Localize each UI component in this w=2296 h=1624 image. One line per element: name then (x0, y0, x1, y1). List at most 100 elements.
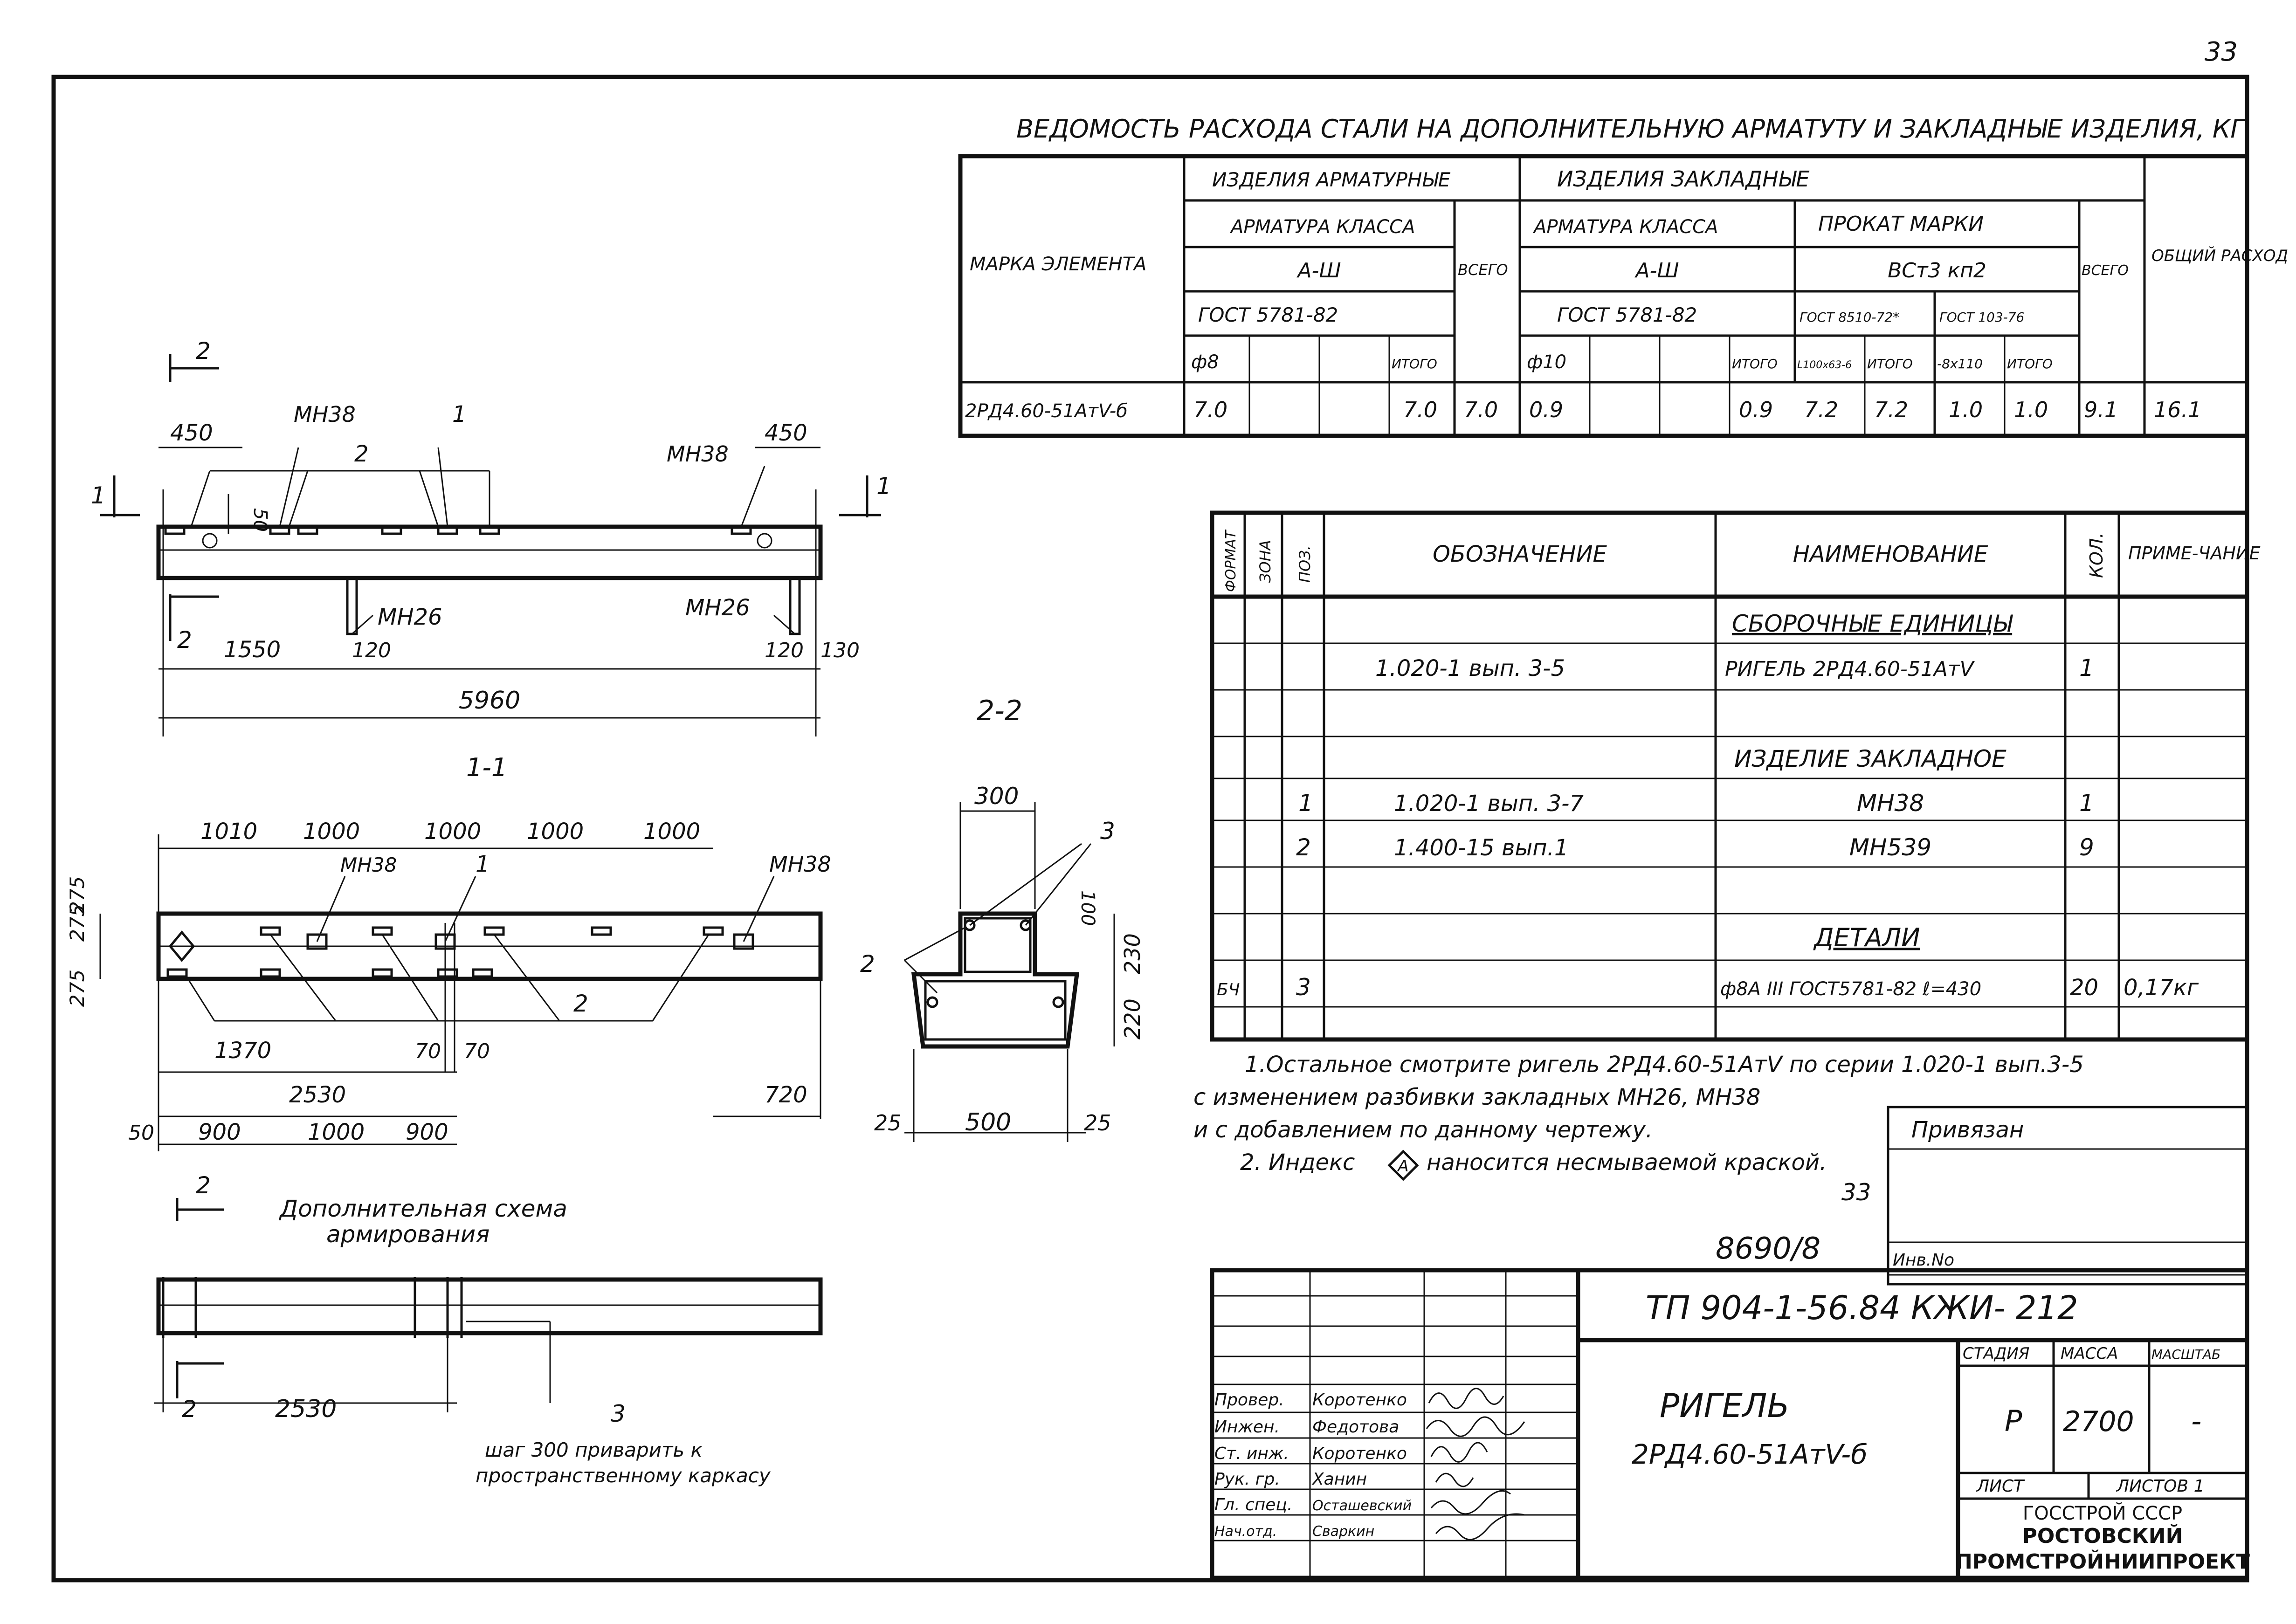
col-gost2: ГОСТ 5781-82 (1557, 303, 1697, 326)
general-notes: 1.Остальное смотрите ригель 2РД4.60-51Ат… (1193, 1052, 2084, 1181)
cut-marker-2-extra: 2 (176, 1172, 224, 1221)
spec-r4-note: 0,17кг (2124, 975, 2199, 1001)
stamp-name-0: Коротенко (1312, 1390, 1407, 1410)
plan-d70a: 70 (415, 1039, 441, 1063)
index-a-letter: А (1397, 1157, 1408, 1176)
specification-table: ФОРМАТ ЗОНА ПОЗ. ОБОЗНАЧЕНИЕ НАИМЕНОВАНИ… (1210, 510, 2260, 1042)
note-1b: с изменением разбивки закладных МН26, МН… (1193, 1084, 1760, 1110)
stamp-h-scale: МАСШТАБ (2151, 1347, 2220, 1362)
col-gost1: ГОСТ 5781-82 (1198, 303, 1338, 326)
spec-col-format: ФОРМАТ (1223, 529, 1239, 592)
cut-label-2b: 2 (177, 626, 192, 654)
extra-title-2: армирования (326, 1221, 490, 1248)
row-itogo1: 7.0 (1403, 397, 1437, 422)
stamp-name-3: Ханин (1311, 1470, 1367, 1489)
note-1c: и с добавлением по данному чертежу. (1193, 1117, 1653, 1143)
stamp-org-2: РОСТОВСКИЙ (2022, 1523, 2183, 1548)
spec-section-details: ДЕТАЛИ (1813, 923, 1920, 952)
sec-d500: 500 (965, 1108, 1011, 1136)
row-overall: 16.1 (2154, 397, 2201, 422)
sec-d25a: 25 (874, 1110, 902, 1135)
col-overall: ОБЩИЙ РАСХОД (2151, 246, 2288, 265)
col-vst: ВСт3 кп2 (1888, 259, 1986, 282)
extra-d2530: 2530 (275, 1395, 337, 1423)
spec-col-zone: ЗОНА (1256, 540, 1274, 583)
cut-marker-2-top: 2 (169, 337, 219, 382)
sheet-frame (51, 75, 2249, 1583)
spec-r3-designation: 1.400-15 вып.1 (1394, 835, 1568, 861)
beam-elevation-view: 450 МН38 1 2 50 МН38 450 МН26 МН26 1550 … (91, 337, 891, 736)
extra-title-1: Дополнительная схема (279, 1195, 567, 1222)
elev-p1: 1 (452, 401, 467, 427)
stamp-role-3: Рук. гр. (1214, 1470, 1280, 1489)
spec-r3-qty: 9 (2079, 834, 2094, 861)
stamp-privyazan: Привязан (1911, 1117, 2024, 1143)
elev-d50: 50 (249, 508, 271, 532)
elev-d450a: 450 (170, 420, 213, 446)
col-rebar-items: ИЗДЕЛИЯ АРМАТУРНЫЕ (1212, 168, 1451, 191)
stamp-name-5: Сваркин (1312, 1523, 1374, 1540)
col-itogo2: ИТОГО (1732, 356, 1778, 372)
stamp-h-sheet: ЛИСТ (1976, 1477, 2025, 1496)
sec-p2: 2 (860, 950, 875, 977)
row-itogo4: 1.0 (2014, 397, 2048, 422)
col-rolled: ПРОКАТ МАРКИ (1818, 212, 1984, 236)
cut-label-2c: 2 (196, 1172, 211, 1199)
spec-r4-pos: 3 (1296, 974, 1311, 1001)
plan-mn38a: МН38 (340, 853, 397, 876)
sec-d25b: 25 (1084, 1110, 1111, 1135)
spec-r2-designation: 1.020-1 вып. 3-7 (1394, 791, 1584, 817)
elev-d130: 130 (820, 639, 860, 662)
note-2b: наносится несмываемой краской. (1427, 1149, 1827, 1176)
cut-marker-2-extra-b: 2 (176, 1361, 224, 1423)
col-class-a3b: А-Ш (1634, 259, 1679, 282)
stamp-role-1: Инжен. (1214, 1418, 1280, 1437)
elev-d120a: 120 (352, 639, 391, 662)
plan-d275c: 275 (66, 970, 89, 1007)
plan-view-1-1: 1-1 1010 (66, 753, 831, 1151)
sec-p3: 3 (1100, 818, 1115, 845)
plan-d1000c: 1000 (527, 819, 584, 845)
spec-col-designation: ОБОЗНАЧЕНИЕ (1433, 541, 1607, 567)
col-embedded-items: ИЗДЕЛИЯ ЗАКЛАДНЫЕ (1557, 166, 1809, 192)
signature-scribbles (1426, 1388, 1525, 1541)
stamp-role-4: Гл. спец. (1214, 1495, 1292, 1514)
plan-d2530: 2530 (289, 1082, 346, 1108)
spec-section-embedded: ИЗДЕЛИЕ ЗАКЛАДНОЕ (1734, 745, 2006, 772)
steel-consumption-table: ВЕДОМОСТЬ РАСХОДА СТАЛИ НА ДОПОЛНИТЕЛЬНУ… (958, 114, 2288, 438)
stamp-role-2: Ст. инж. (1214, 1444, 1289, 1463)
stamp-role-5: Нач.отд. (1214, 1523, 1277, 1540)
cut-label-2d: 2 (182, 1396, 197, 1423)
col-gost3: ГОСТ 8510-72* (1800, 310, 1899, 325)
col-plate: -8х110 (1937, 356, 1983, 372)
stamp-name-4: Осташевский (1312, 1498, 1412, 1514)
plan-d275a: 275 (66, 876, 89, 914)
row-total2: 9.1 (2084, 397, 2118, 422)
plan-d1000b: 1000 (424, 819, 481, 845)
col-total2: ВСЕГО (2082, 262, 2129, 279)
steel-table-title: ВЕДОМОСТЬ РАСХОДА СТАЛИ НА ДОПОЛНИТЕЛЬНУ… (1016, 114, 2246, 144)
stamp-org-3: ПРОМСТРОЙНИИПРОЕКТ (1955, 1549, 2250, 1574)
spec-r2-qty: 1 (2079, 790, 2094, 817)
elev-mn38b: МН38 (667, 441, 729, 467)
col-total1: ВСЕГО (1458, 261, 1508, 279)
plan-d1000e: 1000 (308, 1119, 365, 1145)
stamp-scale: - (2191, 1404, 2201, 1438)
col-rebar-class2: АРМАТУРА КЛАССА (1532, 216, 1718, 238)
stamp-sheet-ref: 33 (1841, 1179, 1871, 1206)
plan-d1370: 1370 (214, 1038, 271, 1064)
row-itogo2: 0.9 (1739, 397, 1773, 422)
spec-r3-pos: 2 (1296, 834, 1311, 861)
stamp-mass: 2700 (2063, 1405, 2134, 1438)
row-total1: 7.0 (1464, 397, 1498, 422)
index-a-icon: А (1387, 1149, 1419, 1181)
col-rebar-class: АРМАТУРА КЛАССА (1229, 216, 1415, 238)
stamp-inv-no: Инв.No (1893, 1251, 1954, 1270)
row-itogo3: 7.2 (1874, 397, 1908, 422)
stamp-name-1: Федотова (1312, 1418, 1399, 1437)
spec-r2-pos: 1 (1298, 790, 1313, 817)
stamp-h-stage: СТАДИЯ (1963, 1344, 2029, 1363)
stamp-org-1: ГОССТРОЙ СССР (2023, 1502, 2182, 1524)
note-2a: 2. Индекс (1240, 1149, 1355, 1176)
extra-note-1: шаг 300 приварить к (485, 1438, 703, 1461)
